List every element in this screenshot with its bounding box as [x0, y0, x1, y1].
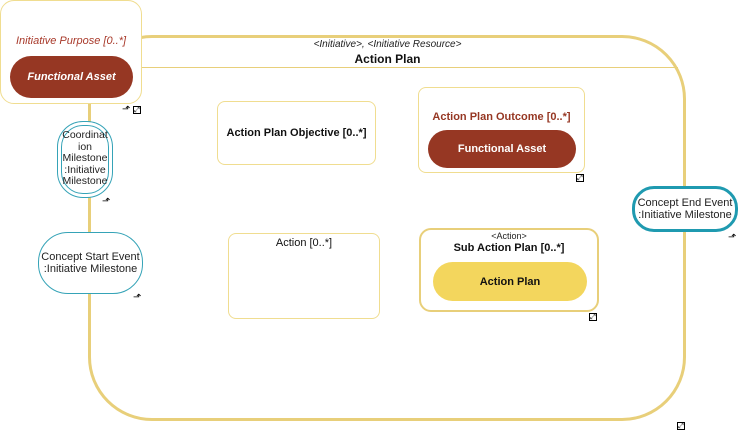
sub-action-plan-box[interactable]	[419, 228, 599, 312]
concept-end-event-milestone[interactable]: Concept End Event :Initiative Milestone	[632, 186, 738, 232]
action-plan-outcome-box[interactable]	[418, 87, 585, 173]
expand-square-icon[interactable]: ⤢	[589, 313, 597, 321]
expand-square-icon[interactable]: ⤢	[576, 174, 584, 182]
action-plan-outcome-functional-asset[interactable]: Functional Asset	[428, 130, 576, 168]
concept-end-event-label: Concept End Event :Initiative Milestone	[637, 197, 733, 221]
action-plan-container[interactable]	[88, 35, 686, 421]
concept-start-event-milestone[interactable]: Concept Start Event :Initiative Mileston…	[38, 232, 143, 294]
sub-action-plan-stereotype: <Action>	[491, 231, 527, 241]
expand-square-icon[interactable]: ⤢	[133, 106, 141, 114]
link-arrow-icon[interactable]: ⬏	[728, 232, 737, 243]
action-box[interactable]	[228, 233, 380, 319]
coordination-milestone-inner-border	[61, 125, 109, 194]
action-plan-objective-label: Action Plan Objective [0..*]	[226, 127, 367, 139]
coordination-milestone-text: Coordinat ion Milestone :Initiative Mile…	[62, 129, 108, 188]
action-plan-stereotype: <Initiative>, <Initiative Resource>	[313, 38, 462, 50]
container-divider	[138, 67, 678, 68]
sub-action-plan-title: Sub Action Plan [0..*]	[453, 242, 565, 254]
action-label: Action [0..*]	[275, 237, 333, 249]
link-arrow-icon[interactable]: ⬏	[122, 104, 131, 115]
action-plan-objective-box[interactable]: Action Plan Objective [0..*]	[217, 101, 376, 165]
concept-start-event-label: Concept Start Event :Initiative Mileston…	[41, 251, 140, 275]
initiative-purpose-label: Initiative Purpose [0..*]	[15, 35, 127, 47]
coordination-milestone-label: Coordinat ion Milestone :Initiative Mile…	[57, 124, 113, 194]
initiative-purpose-functional-asset[interactable]: Functional Asset	[10, 56, 133, 98]
link-arrow-icon[interactable]: ⬏	[102, 196, 111, 207]
sub-action-plan-inner-action-plan[interactable]: Action Plan	[433, 262, 587, 301]
link-arrow-icon[interactable]: ⬏	[133, 292, 142, 303]
action-plan-title: Action Plan	[354, 52, 421, 66]
action-plan-outcome-label: Action Plan Outcome [0..*]	[432, 110, 571, 123]
expand-square-icon[interactable]: ⤢	[677, 422, 685, 430]
